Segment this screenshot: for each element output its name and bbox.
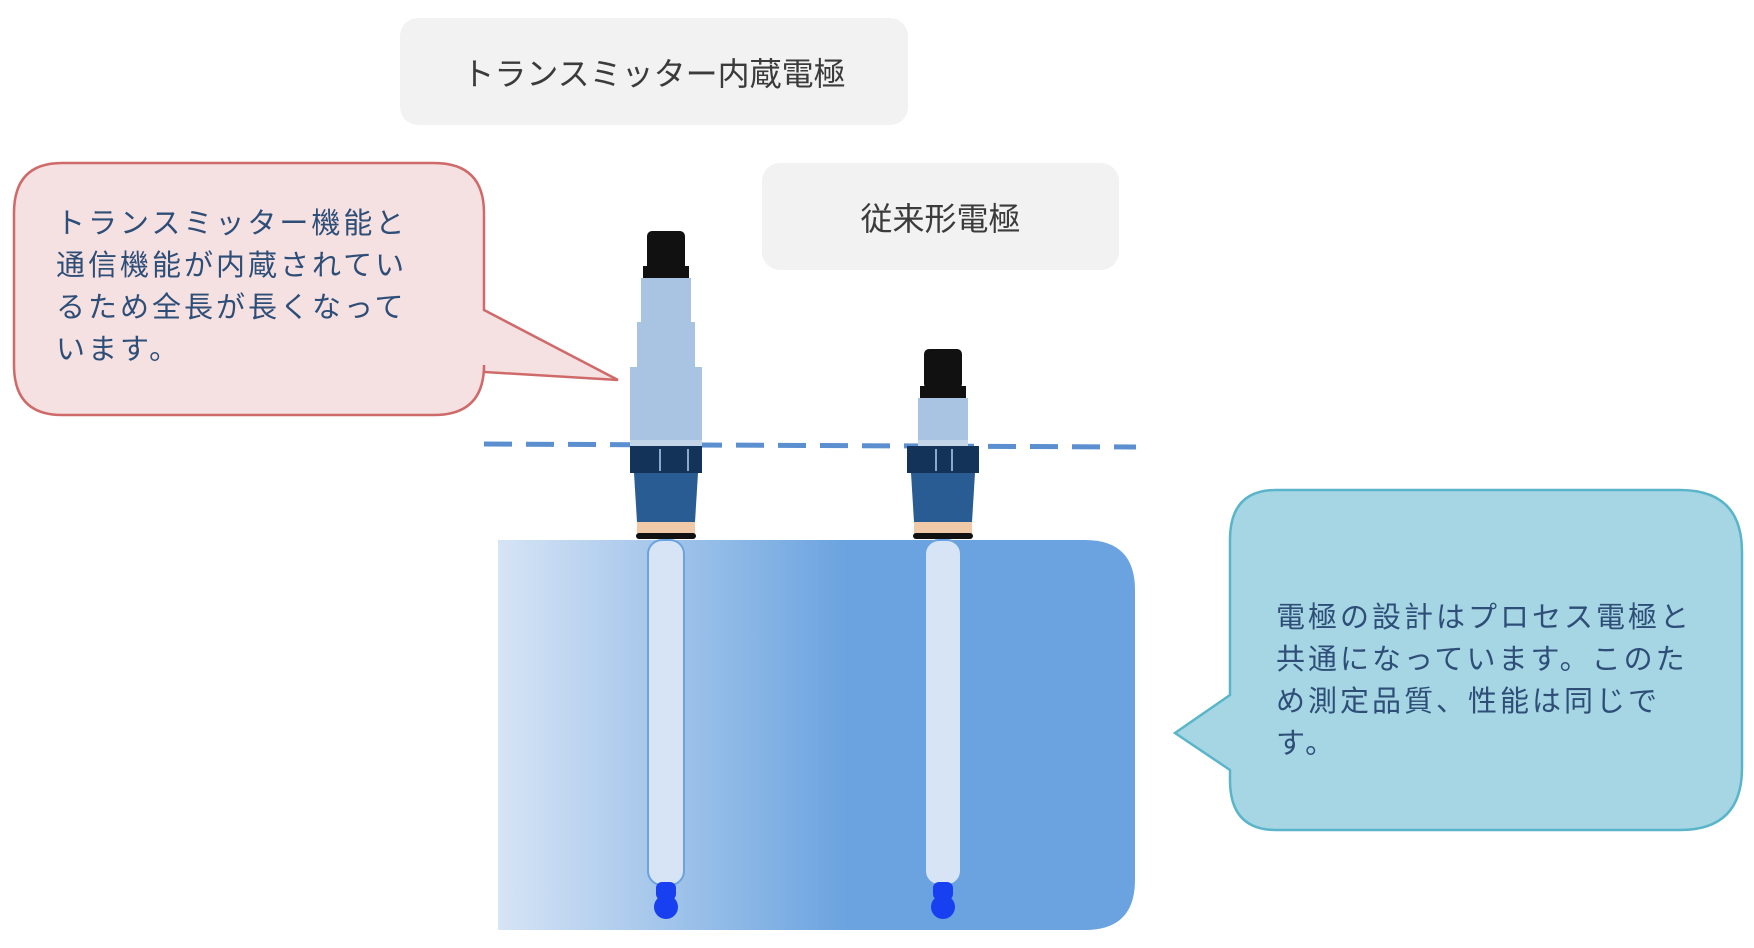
conventional-electrode-label: 従来形電極 [762, 163, 1119, 270]
electrode-nut [630, 446, 702, 473]
electrode-fitting [911, 473, 975, 522]
mounting-level-line [483, 441, 1137, 450]
integrated-electrode-title: トランスミッター内蔵電極 [462, 54, 846, 93]
transmitter-housing [630, 367, 702, 445]
electrode-band [914, 522, 972, 534]
conventional-electrode-title: 従来形電極 [860, 199, 1021, 238]
callout-right-bubble [1172, 488, 1744, 832]
electrode-head [641, 278, 691, 322]
electrode-cap [924, 349, 962, 389]
callout-right-text: 電極の設計はプロセス電極と 共通になっています。このた め測定品質、性能は同じで… [1276, 600, 1693, 760]
sensor-bulb [931, 895, 955, 919]
sensor-bulb [654, 895, 678, 919]
electrode-cap [647, 231, 685, 271]
electrode-fitting [634, 473, 698, 522]
electrode-band [637, 522, 695, 534]
electrode-nut [907, 446, 979, 473]
integrated-electrode-label: トランスミッター内蔵電極 [400, 18, 908, 125]
electrode-head [918, 398, 968, 446]
conventional-electrode [907, 349, 979, 919]
callout-left-text: トランスミッター機能と 通信機能が内蔵されてい るため全長が長くなって います。 [56, 206, 408, 366]
process-tank [498, 540, 1135, 930]
integrated-electrode [630, 231, 702, 919]
glass-tube [924, 539, 962, 886]
glass-tube [647, 539, 685, 886]
callout-left-bubble [12, 161, 619, 417]
